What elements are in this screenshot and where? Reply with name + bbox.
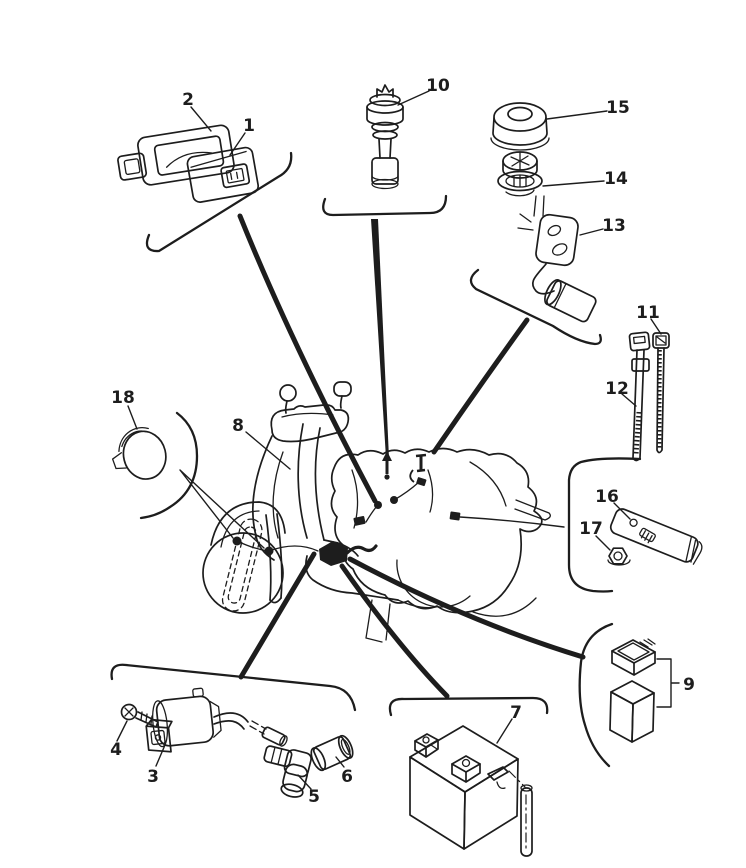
part-ignition-coil — [145, 687, 288, 753]
leader-fuel-sender — [431, 317, 530, 455]
part-cable-tie-2 — [628, 331, 651, 462]
battery-terminal-far — [414, 733, 439, 758]
callout-label-17: 17 — [579, 519, 603, 539]
callout-label-16: 16 — [595, 487, 619, 507]
part-grommet — [490, 102, 550, 151]
callout-label-12: 12 — [605, 379, 629, 399]
part-boot-ring — [310, 734, 354, 772]
part-spark-plug — [366, 84, 404, 190]
part-nut — [607, 547, 631, 566]
leader-cdi — [347, 556, 586, 660]
part-horn — [111, 427, 167, 480]
part-reflector-plate — [609, 508, 703, 565]
part-cable-tie-1 — [652, 332, 670, 454]
bubble-coil-group — [110, 663, 357, 712]
callout-bubbles — [110, 151, 642, 768]
fuel-float — [544, 278, 597, 323]
bubble-plate-group — [567, 457, 642, 593]
part-fuel-gauge-cap — [497, 151, 543, 197]
scooter-drawing — [202, 381, 551, 643]
bubble-horn — [139, 411, 199, 520]
front-wheel — [202, 532, 284, 614]
callout-label-7: 7 — [510, 703, 522, 723]
leader-lines-thin — [116, 90, 662, 790]
battery-breather-tube — [520, 784, 533, 857]
callout-label-1: 1 — [243, 116, 255, 136]
callout-label-11: 11 — [636, 303, 660, 323]
part-battery — [409, 725, 533, 857]
cdi-holder — [611, 638, 656, 676]
part-fuel-sender — [517, 195, 597, 323]
callout-label-13: 13 — [602, 216, 626, 236]
leader-lines-thick — [237, 213, 586, 699]
clamp-i-icon — [409, 453, 427, 483]
right-mirror-icon — [333, 381, 352, 397]
callout-label-14: 14 — [604, 169, 628, 189]
battery-terminal-near — [451, 755, 481, 783]
part-cdi-group — [609, 638, 680, 743]
bubble-spark-plug — [322, 194, 448, 217]
callout-label-4: 4 — [110, 740, 122, 760]
part-relay — [186, 146, 260, 203]
callout-label-9: 9 — [683, 675, 695, 695]
bracket-9 — [656, 658, 680, 708]
wire-harness-connectors — [232, 451, 461, 566]
callout-label-6: 6 — [341, 767, 353, 787]
cdi-unit — [609, 680, 655, 743]
callout-label-2: 2 — [182, 90, 194, 110]
leader-spark-plug — [371, 219, 389, 458]
part-connector-housing — [117, 124, 235, 186]
left-mirror-icon — [279, 384, 297, 402]
leader-battery — [339, 563, 450, 699]
bubble-relay-group — [145, 151, 293, 253]
callout-label-18: 18 — [111, 388, 135, 408]
leader-relay — [237, 213, 378, 504]
bubble-fuel-sender — [469, 268, 602, 346]
front-fender — [210, 501, 286, 546]
part-plug-cap — [263, 745, 312, 798]
handlebar-console — [270, 404, 350, 443]
callout-label-5: 5 — [308, 787, 320, 807]
callout-label-15: 15 — [606, 98, 630, 118]
leader-coil — [238, 551, 317, 680]
callout-label-3: 3 — [147, 767, 159, 787]
callout-label-8: 8 — [232, 416, 244, 436]
bubble-cdi-group — [578, 622, 614, 768]
callout-label-10: 10 — [426, 76, 450, 96]
callout-labels: 1 2 3 4 5 6 7 8 9 10 11 12 13 14 15 16 1… — [110, 76, 695, 807]
bubble-battery — [388, 696, 549, 717]
